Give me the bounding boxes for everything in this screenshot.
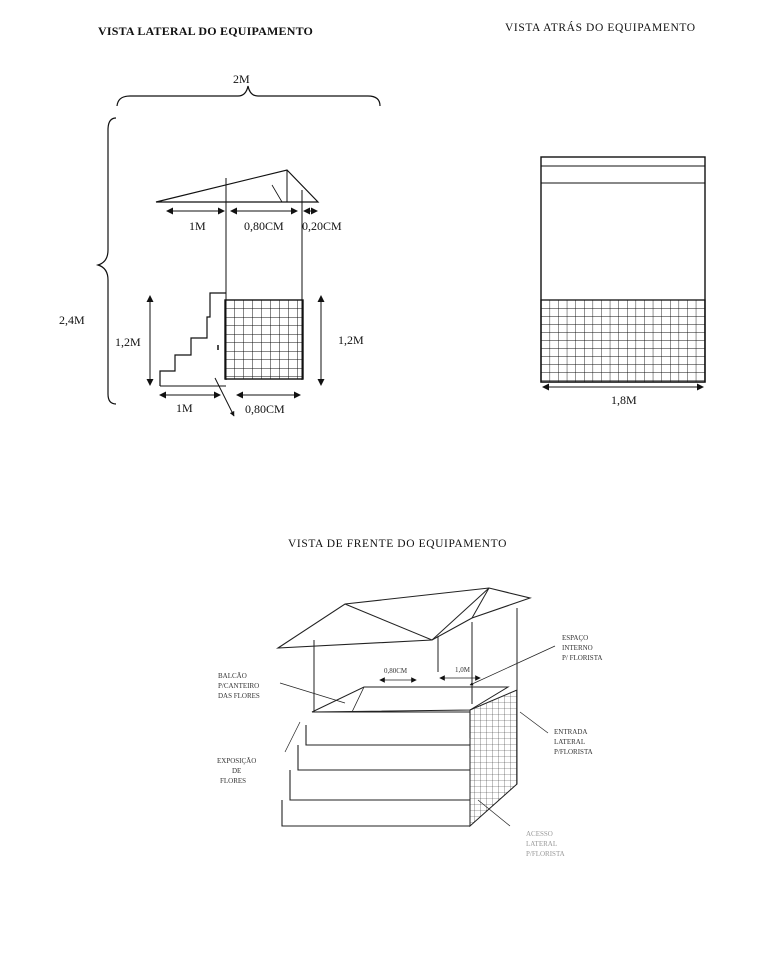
- label-espaco-2: INTERNO: [562, 644, 593, 652]
- label-bottom-1: ACESSO: [526, 830, 553, 838]
- label-bottom-seg-1: 1M: [176, 401, 193, 415]
- label-balcao-3: DAS FLORES: [218, 692, 260, 700]
- counter-top: [311, 686, 510, 713]
- label-balcao-1: BALCÃO: [218, 672, 247, 680]
- label-espaco-1: ESPAÇO: [562, 634, 588, 642]
- label-entrada-1: ENTRADA: [554, 728, 587, 736]
- title-back-view: VISTA ATRÁS DO EQUIPAMENTO: [505, 22, 696, 34]
- front-side-wall: [469, 689, 518, 828]
- label-espaco-3: P/ FLORISTA: [562, 654, 602, 662]
- label-bottom-seg-2: 0,80CM: [245, 402, 285, 416]
- back-grid-block: [540, 299, 706, 383]
- label-exposicao-2: DE: [232, 767, 241, 775]
- label-entrada-3: P/FLORISTA: [554, 748, 593, 756]
- label-back-width: 1,8M: [611, 393, 637, 407]
- label-top-seg-3: 0,20CM: [302, 219, 342, 233]
- side-view-labels: 2M 2,4M 1M 0,80CM 0,20CM 1,2M 1,2M 1M 0,…: [59, 72, 364, 416]
- front-roof: [276, 587, 532, 649]
- label-front-dim-1: 0,80CM: [384, 667, 408, 675]
- label-bottom-3: P/FLORISTA: [526, 850, 565, 858]
- front-view: [276, 587, 556, 828]
- label-bottom-2: LATERAL: [526, 840, 557, 848]
- width-brace: [116, 85, 381, 107]
- roof-outline: [155, 169, 320, 203]
- front-stairs: [281, 711, 471, 827]
- height-brace: [95, 117, 117, 405]
- label-entrada-2: LATERAL: [554, 738, 585, 746]
- label-top-seg-1: 1M: [189, 219, 206, 233]
- label-left-height: 1,2M: [115, 335, 141, 349]
- label-top-seg-2: 0,80CM: [244, 219, 284, 233]
- label-right-height: 1,2M: [338, 333, 364, 347]
- stairs-outline: [159, 292, 226, 386]
- label-width-total: 2M: [233, 72, 250, 86]
- label-height-total: 2,4M: [59, 313, 85, 327]
- front-view-labels: 0,80CM 1,0M BALCÃO P/CANTEIRO DAS FLORES…: [217, 634, 602, 858]
- side-grid-block: [224, 299, 304, 380]
- title-side-view: VISTA LATERAL DO EQUIPAMENTO: [98, 24, 314, 38]
- label-front-dim-2: 1,0M: [455, 666, 471, 674]
- title-front-view: VISTA DE FRENTE DO EQUIPAMENTO: [288, 538, 507, 550]
- label-exposicao-1: EXPOSIÇÃO: [217, 757, 256, 765]
- label-balcao-2: P/CANTEIRO: [218, 682, 259, 690]
- side-view: [95, 85, 381, 417]
- label-exposicao-3: FLORES: [220, 777, 246, 785]
- back-view: [540, 156, 706, 391]
